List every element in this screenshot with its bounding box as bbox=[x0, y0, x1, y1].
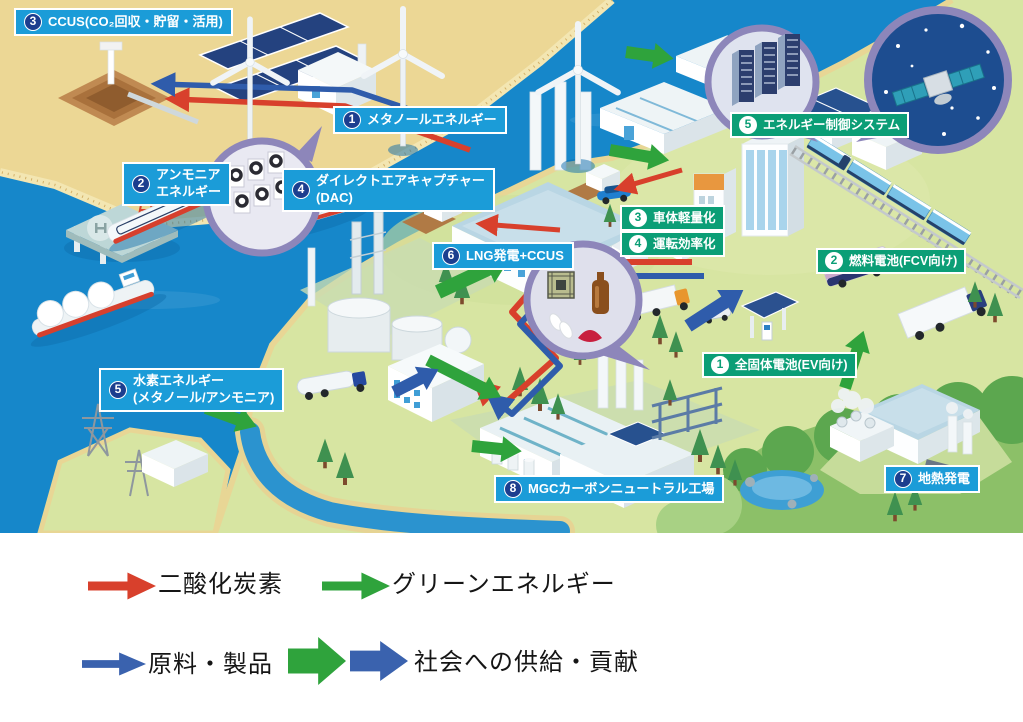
label-efficiency-text: 運転効率化 bbox=[653, 236, 716, 251]
label-lng-text: LNG発電+CCUS bbox=[466, 247, 564, 263]
label-fuel-cell-number: 2 bbox=[825, 252, 843, 270]
label-methanol-text: メタノールエネルギー bbox=[367, 111, 497, 127]
semiconductor-chip-icon bbox=[547, 271, 575, 299]
label-methanol-number: 1 bbox=[343, 111, 361, 129]
transmission-tower-icon bbox=[82, 403, 114, 457]
river bbox=[235, 417, 575, 533]
label-mgc-text: MGCカーボンニュートラル工場 bbox=[528, 480, 715, 496]
label-dac: 4 ダイレクトエアキャプチャー (DAC) bbox=[282, 168, 495, 212]
ccus-underground-storage bbox=[58, 41, 199, 126]
lng-terminal bbox=[307, 211, 484, 422]
label-methanol-energy: 1 メタノールエネルギー bbox=[333, 106, 507, 134]
wind-turbines bbox=[213, 9, 618, 173]
legend-materials-label: 原料・製品 bbox=[148, 651, 273, 678]
label-hydrogen-energy: 5 水素エネルギー (メタノール/アンモニア) bbox=[99, 368, 285, 412]
label-hydrogen-line1: 水素エネルギー bbox=[133, 373, 225, 388]
label-ammonia-line1: アンモニア bbox=[156, 167, 221, 182]
warehouse-icon bbox=[600, 82, 728, 154]
label-weight-number: 3 bbox=[629, 209, 647, 227]
label-fuel-cell-text: 燃料電池(FCV向け) bbox=[849, 253, 958, 268]
label-lng-number: 6 bbox=[442, 247, 460, 265]
legend-green-energy-label: グリーンエネルギー bbox=[392, 571, 616, 598]
products-callout-bubble bbox=[523, 240, 650, 370]
pipe-rack bbox=[651, 386, 723, 440]
label-weight-text: 車体軽量化 bbox=[653, 210, 716, 225]
legend-supply-label: 社会への供給・貢献 bbox=[414, 649, 639, 676]
lng-carrier-ship bbox=[30, 268, 167, 347]
label-vehicle-weight-reduction: 3 車体軽量化 bbox=[620, 205, 725, 231]
train bbox=[806, 134, 972, 246]
label-battery-text: 全固体電池(EV向け) bbox=[735, 357, 848, 372]
label-mgc-number: 8 bbox=[504, 480, 522, 498]
label-efficiency-number: 4 bbox=[629, 235, 647, 253]
label-dac-line1: ダイレクトエアキャプチャー bbox=[316, 173, 485, 188]
satellite-icon bbox=[891, 63, 985, 107]
label-ccus: 3 CCUS(CO₂回収・貯留・活用) bbox=[14, 8, 233, 36]
resin-powder-icon bbox=[578, 330, 602, 342]
legend-supply-blue-arrow-icon bbox=[350, 641, 408, 681]
label-geothermal-text: 地熱発電 bbox=[918, 470, 971, 486]
label-geothermal-number: 7 bbox=[894, 470, 912, 488]
label-hydrogen-number: 5 bbox=[109, 380, 127, 399]
label-energy-control-number: 5 bbox=[739, 116, 757, 134]
label-lng-power-ccus: 6 LNG発電+CCUS bbox=[432, 242, 574, 270]
warehouse-icon bbox=[142, 440, 208, 487]
label-dac-line2: (DAC) bbox=[316, 189, 353, 205]
legend-green-energy-arrow-icon bbox=[322, 572, 390, 600]
label-ammonia-energy: 2 アンモニア エネルギー bbox=[122, 162, 232, 206]
pond bbox=[740, 470, 824, 510]
label-fuel-cell: 2 燃料電池(FCV向け) bbox=[816, 248, 967, 274]
label-mgc-carbon-neutral-plant: 8 MGCカーボンニュートラル工場 bbox=[494, 475, 725, 503]
geothermal-vents bbox=[830, 388, 894, 462]
legend-co2-label: 二酸化炭素 bbox=[158, 571, 283, 598]
label-ccus-text: CCUS(CO₂回収・貯留・活用) bbox=[48, 13, 223, 29]
label-ammonia-line2: エネルギー bbox=[156, 183, 222, 199]
capsules-icon bbox=[549, 313, 573, 339]
label-energy-control-system: 5 エネルギー制御システム bbox=[730, 112, 910, 138]
label-battery-number: 1 bbox=[711, 356, 729, 374]
server-racks-icon bbox=[732, 34, 800, 106]
label-energy-control-text: エネルギー制御システム bbox=[763, 117, 901, 132]
legend-co2-arrow-icon bbox=[88, 572, 156, 600]
label-geothermal-power: 7 地熱発電 bbox=[884, 465, 981, 493]
bottle-icon bbox=[592, 272, 609, 314]
tanker-truck-icon bbox=[296, 370, 367, 400]
geothermal-plant bbox=[830, 384, 980, 475]
label-solid-state-battery: 1 全固体電池(EV向け) bbox=[702, 352, 857, 378]
blue-supply-arrows bbox=[391, 290, 744, 398]
label-hydrogen-line2: (メタノール/アンモニア) bbox=[133, 389, 275, 405]
railway bbox=[789, 144, 1023, 301]
legend-materials-arrow-icon bbox=[82, 652, 146, 676]
office-tower bbox=[741, 136, 804, 237]
city bbox=[600, 35, 922, 268]
label-dac-number: 4 bbox=[292, 180, 310, 199]
label-ammonia-number: 2 bbox=[132, 174, 150, 193]
legend-supply-green-arrow-icon bbox=[288, 637, 346, 685]
label-driving-efficiency: 4 運転効率化 bbox=[620, 231, 725, 257]
label-ccus-number: 3 bbox=[24, 13, 42, 31]
ev-charging-station-icon bbox=[740, 291, 800, 341]
transmission-spit bbox=[37, 403, 231, 533]
